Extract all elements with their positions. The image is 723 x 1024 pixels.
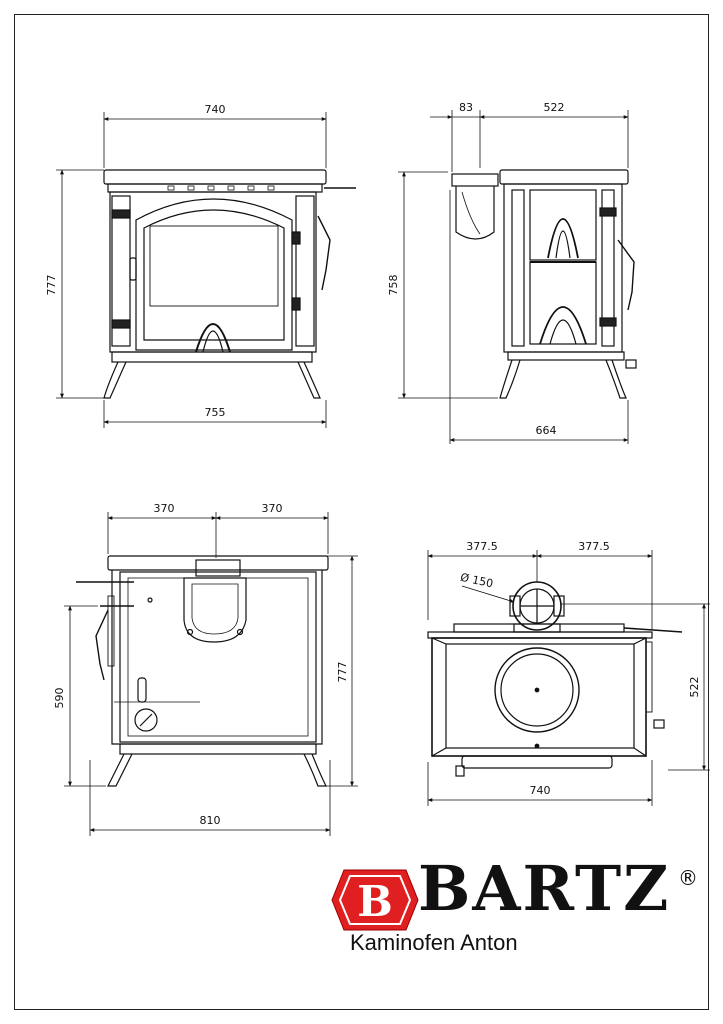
rear-width-label: 810 bbox=[200, 814, 221, 827]
rear-inlet-height-label: 590 bbox=[53, 688, 66, 709]
rear-half-left-label: 370 bbox=[154, 502, 175, 515]
logo-letter: B bbox=[357, 877, 393, 926]
top-width-label: 740 bbox=[530, 784, 551, 797]
sheet-border bbox=[14, 14, 709, 1010]
rear-view bbox=[64, 512, 358, 836]
side-total-depth-label: 664 bbox=[536, 424, 557, 437]
side-protrusion-label: 83 bbox=[459, 101, 473, 114]
front-view bbox=[56, 112, 356, 428]
flue-diameter-label: Ø 150 bbox=[459, 571, 494, 591]
rear-height-label: 777 bbox=[336, 662, 349, 683]
side-depth-label: 522 bbox=[544, 101, 565, 114]
top-half-left-label: 377.5 bbox=[466, 540, 498, 553]
front-height-label: 777 bbox=[45, 275, 58, 296]
product-name: Kaminofen Anton bbox=[350, 930, 518, 955]
top-view bbox=[427, 550, 710, 806]
bartz-logo-icon: B bbox=[331, 869, 419, 931]
side-view bbox=[398, 110, 637, 444]
side-height-label: 758 bbox=[387, 275, 400, 296]
rear-half-right-label: 370 bbox=[262, 502, 283, 515]
registered-mark: ® bbox=[678, 866, 698, 890]
top-half-right-label: 377.5 bbox=[578, 540, 610, 553]
brand-name: BARTZ bbox=[418, 852, 671, 925]
front-width-base-label: 755 bbox=[205, 406, 226, 419]
front-width-top-label: 740 bbox=[205, 103, 226, 116]
top-depth-label: 522 bbox=[688, 677, 701, 698]
